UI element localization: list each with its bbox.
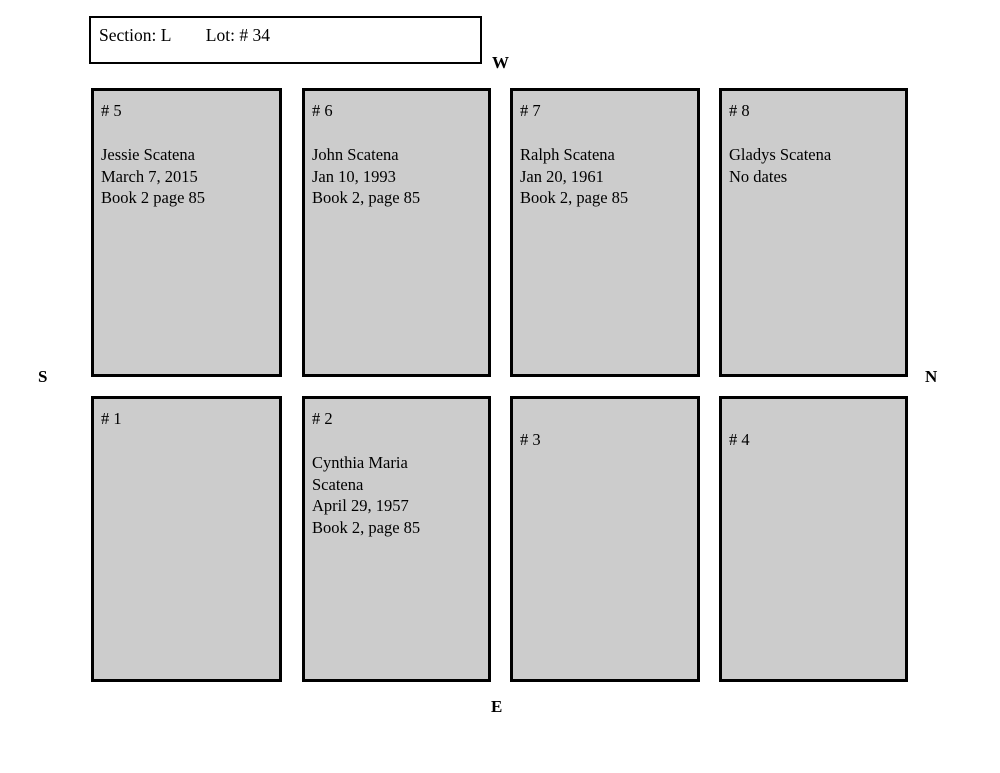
plot-details-7: Ralph Scatena Jan 20, 1961 Book 2, page … xyxy=(520,145,629,207)
plot-number-5: # 5 xyxy=(101,101,122,120)
plot-cell-8[interactable]: # 8 Gladys Scatena No dates xyxy=(719,88,908,377)
compass-west-marker: W xyxy=(492,53,509,72)
plot-cell-4[interactable]: # 4 xyxy=(719,396,908,682)
lot-label: Lot: xyxy=(205,25,235,45)
compass-north-marker: N xyxy=(925,367,938,386)
plot-cell-3[interactable]: # 3 xyxy=(510,396,700,682)
plot-cell-7[interactable]: # 7 Ralph Scatena Jan 20, 1961 Book 2, p… xyxy=(510,88,700,377)
plot-number-2: # 2 xyxy=(312,409,333,428)
section-value: L xyxy=(160,25,171,45)
plot-cell-1[interactable]: # 1 xyxy=(91,396,282,682)
plot-cell-2[interactable]: # 2 Cynthia Maria Scatena April 29, 1957… xyxy=(302,396,491,682)
plot-number-7: # 7 xyxy=(520,101,541,120)
plot-cell-5[interactable]: # 5 Jessie Scatena March 7, 2015 Book 2 … xyxy=(91,88,282,377)
plot-cell-6[interactable]: # 6 John Scatena Jan 10, 1993 Book 2, pa… xyxy=(302,88,491,377)
plot-details-5: Jessie Scatena March 7, 2015 Book 2 page… xyxy=(101,145,206,207)
plot-details-8: Gladys Scatena No dates xyxy=(729,145,832,186)
plot-number-8: # 8 xyxy=(729,101,750,120)
plot-number-4: # 4 xyxy=(729,430,750,449)
plot-details-2: Cynthia Maria Scatena April 29, 1957 Boo… xyxy=(312,453,421,537)
compass-south-marker: S xyxy=(38,367,48,386)
compass-east-marker: E xyxy=(491,697,503,716)
plot-number-3: # 3 xyxy=(520,430,541,449)
plot-number-6: # 6 xyxy=(312,101,333,120)
lot-header-text: Section: L Lot: # 34 xyxy=(99,25,270,46)
lot-value: # 34 xyxy=(239,25,270,45)
plot-number-1: # 1 xyxy=(101,409,122,428)
section-label: Section: xyxy=(99,25,157,45)
plot-details-6: John Scatena Jan 10, 1993 Book 2, page 8… xyxy=(312,145,421,207)
lot-header-box: Section: L Lot: # 34 xyxy=(89,16,482,64)
